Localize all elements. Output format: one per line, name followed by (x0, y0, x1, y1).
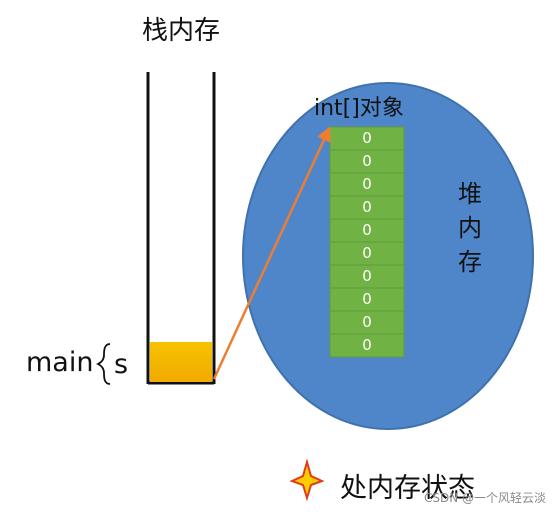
reference-arrow (212, 126, 331, 380)
array-cell-7-value: 0 (362, 267, 372, 285)
array-cell-1-value: 0 (362, 129, 372, 147)
star-icon (289, 458, 325, 502)
array-cell-8-value: 0 (362, 290, 372, 308)
heap-label-char-1: 堆 (458, 180, 482, 208)
stack-variable-label: s (114, 349, 129, 380)
array-cell-5-value: 0 (362, 221, 372, 239)
array-cell-6-value: 0 (362, 244, 372, 262)
array-cell-9-value: 0 (362, 313, 372, 331)
main-frame-label: main (26, 347, 94, 378)
array-cell-2-value: 0 (362, 152, 372, 170)
array-cell-4-value: 0 (362, 198, 372, 216)
stack-variable-slot (150, 342, 212, 382)
array-cell-10-value: 0 (362, 336, 372, 354)
watermark-text: CSDN @一个风轻云淡 (423, 491, 546, 505)
stack-memory-title: 栈内存 (142, 16, 221, 46)
array-cell-10-box (329, 333, 405, 358)
int-array-object: 0 0 0 0 0 0 0 0 0 0 (329, 126, 405, 358)
array-object-label: int[]对象 (314, 96, 404, 121)
array-cell-3-value: 0 (362, 175, 372, 193)
heap-label-char-2: 内 (458, 214, 482, 242)
memory-status-label: 处内存状态 (340, 473, 475, 504)
heap-label-char-3: 存 (458, 248, 482, 276)
main-frame-brace (95, 343, 111, 385)
